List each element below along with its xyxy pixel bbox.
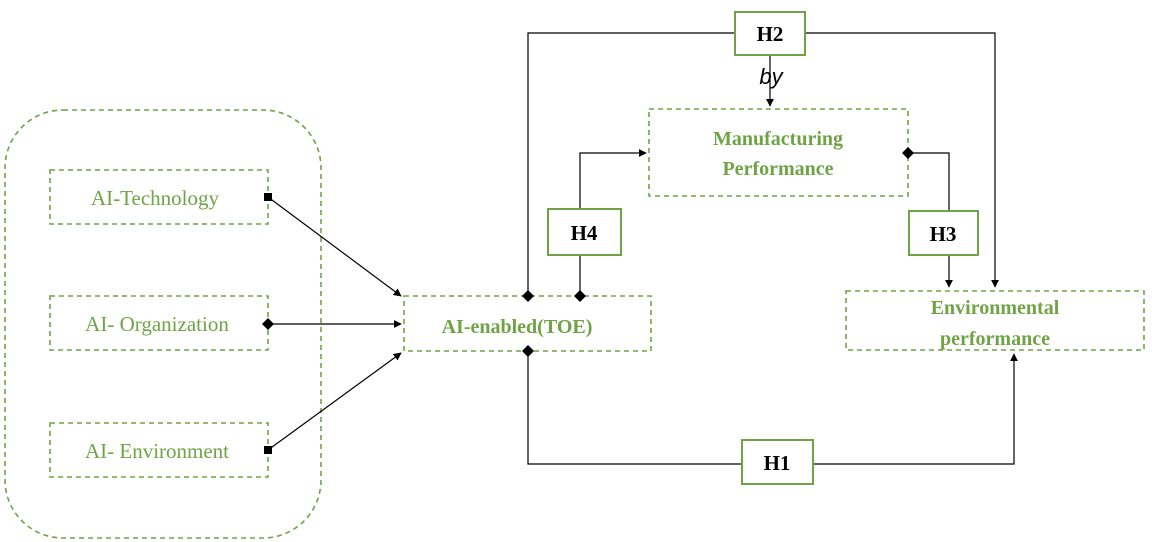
hypothesis-h3-label: H3 (930, 222, 957, 246)
node-ai-technology: AI-Technology (49, 169, 269, 225)
node-ai-environment-label: AI- Environment (85, 439, 229, 463)
hypothesis-h1: H1 (741, 439, 814, 485)
node-ai-enabled-toe: AI-enabled(TOE) (403, 295, 652, 352)
hypothesis-h4: H4 (547, 208, 622, 256)
node-ai-environment: AI- Environment (49, 422, 269, 478)
annotation-by: by (759, 64, 784, 89)
node-manufacturing-label-1: Manufacturing (713, 128, 843, 150)
node-environmental-performance: Environmental performance (845, 290, 1145, 351)
node-environmental-label-1: Environmental (931, 297, 1060, 319)
hypothesis-h2: H2 (734, 11, 806, 56)
node-environmental-label-2: performance (940, 328, 1050, 350)
hypothesis-h4-label: H4 (571, 221, 598, 245)
hypothesis-h2-label: H2 (757, 22, 784, 46)
connector-technology-to-toe (264, 193, 402, 297)
node-manufacturing-performance: Manufacturing Performance (648, 108, 909, 197)
hypothesis-h3: H3 (908, 210, 979, 256)
connector-environment-to-toe (264, 352, 402, 454)
connector-organization-to-toe (262, 318, 402, 330)
node-ai-organization: AI- Organization (49, 295, 269, 351)
node-ai-technology-label: AI-Technology (91, 186, 219, 210)
hypothesis-h1-label: H1 (764, 451, 791, 475)
node-ai-enabled-toe-label: AI-enabled(TOE) (442, 316, 593, 338)
toe-dimension-group (4, 109, 322, 539)
node-manufacturing-label-2: Performance (722, 158, 833, 180)
node-ai-organization-label: AI- Organization (85, 312, 229, 336)
